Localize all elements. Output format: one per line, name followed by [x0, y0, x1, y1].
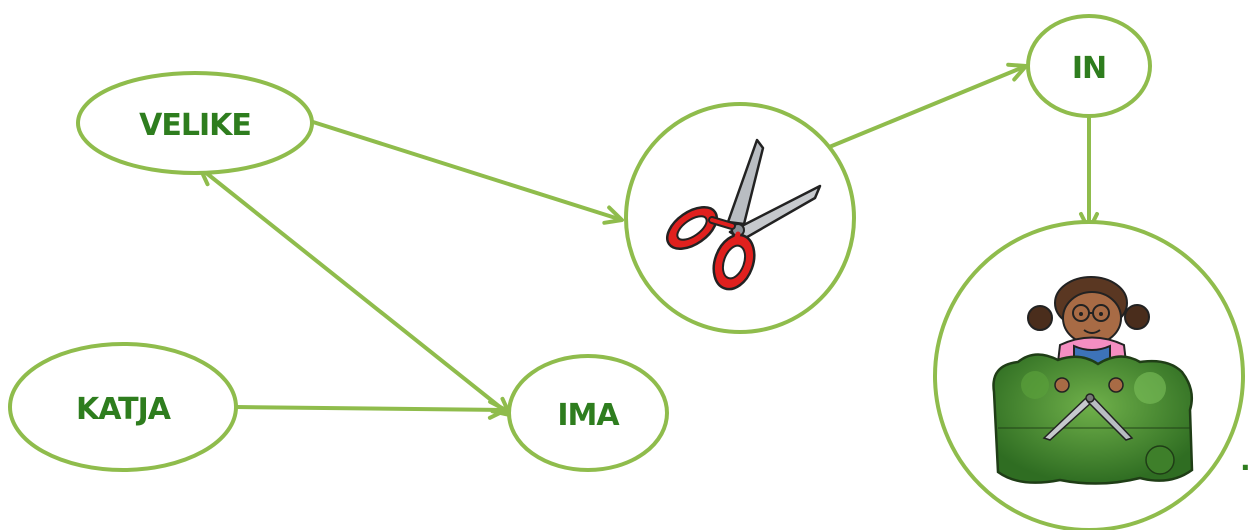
node-in: IN: [1026, 14, 1152, 118]
node-velike-label: VELIKE: [139, 108, 251, 143]
node-katja: KATJA: [8, 342, 238, 472]
girl-trimming-hedge-illustration: [992, 276, 1194, 485]
arrows: [198, 62, 1099, 420]
arrow-scissors-to-in: [821, 62, 1028, 152]
node-katja-label: KATJA: [76, 392, 172, 427]
arrow-velike-to-scissors: [312, 120, 624, 225]
scissors-icon: [666, 138, 822, 291]
node-scissors: [624, 102, 856, 334]
arrow-katja-to-ima: [235, 399, 508, 420]
node-in-label: IN: [1072, 51, 1106, 86]
node-ima: IMA: [507, 354, 669, 472]
trailing-period: .: [1240, 444, 1251, 477]
node-velike: VELIKE: [76, 71, 314, 175]
node-ima-label: IMA: [557, 398, 620, 433]
arrow-ima-velike-bidirectional: [198, 166, 512, 417]
node-girl: [933, 220, 1245, 530]
